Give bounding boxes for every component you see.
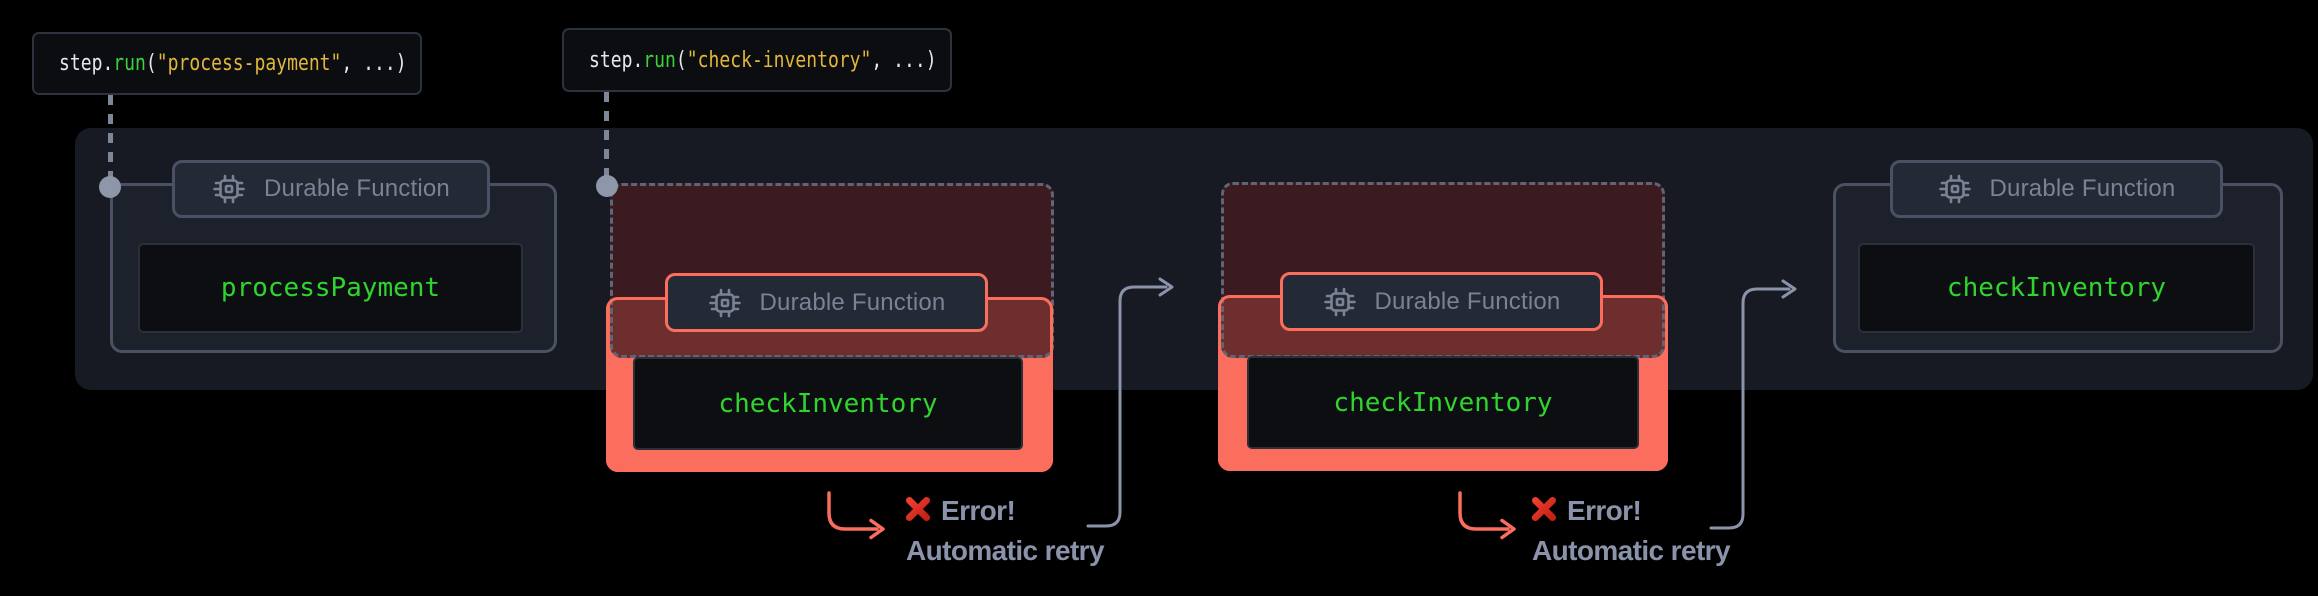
red-cross-icon [905, 496, 931, 522]
function-name-box: processPayment [138, 243, 523, 333]
function-name: processPayment [220, 273, 441, 303]
durable-function-badge: Durable Function [172, 160, 490, 218]
function-name: checkInventory [1333, 387, 1553, 418]
retry-connector-arrow [1709, 279, 1797, 530]
error-label: Error! [941, 495, 1016, 526]
function-name-box: checkInventory [1858, 243, 2255, 333]
cpu-chip-icon [1323, 287, 1356, 316]
error-label: Error! [1567, 495, 1642, 526]
code-text: step.run("process-payment", ...) [59, 51, 407, 76]
retry-label: Automatic retry [1532, 535, 1731, 566]
badge-label: Durable Function [759, 288, 946, 316]
function-name: checkInventory [1946, 273, 2167, 303]
cpu-chip-icon [213, 174, 245, 204]
durable-function-badge: Durable Function [1280, 272, 1603, 331]
code-label-check-inventory: step.run("check-inventory", ...) [562, 28, 952, 92]
function-name-box: checkInventory [1247, 356, 1639, 449]
function-name-box: checkInventory [633, 357, 1023, 450]
badge-label: Durable Function [1374, 287, 1561, 315]
code-label-process-payment: step.run("process-payment", ...) [32, 32, 422, 95]
dashed-connector-line [108, 95, 113, 177]
function-name: checkInventory [718, 388, 938, 419]
durable-function-badge: Durable Function [665, 273, 988, 332]
dot-connector [99, 176, 121, 198]
durable-function-badge: Durable Function [1890, 160, 2223, 218]
retry-label: Automatic retry [906, 535, 1105, 566]
red-cross-icon [1531, 496, 1557, 522]
dashed-connector-line [604, 92, 609, 176]
retry-connector-arrow [1086, 277, 1174, 528]
cpu-chip-icon [708, 288, 741, 317]
badge-label: Durable Function [1989, 175, 2176, 202]
code-text: step.run("check-inventory", ...) [589, 47, 937, 73]
error-elbow-arrow [827, 491, 885, 540]
badge-label: Durable Function [264, 175, 450, 202]
dot-connector [596, 175, 618, 197]
error-elbow-arrow [1458, 491, 1516, 540]
cpu-chip-icon [1938, 174, 1971, 204]
